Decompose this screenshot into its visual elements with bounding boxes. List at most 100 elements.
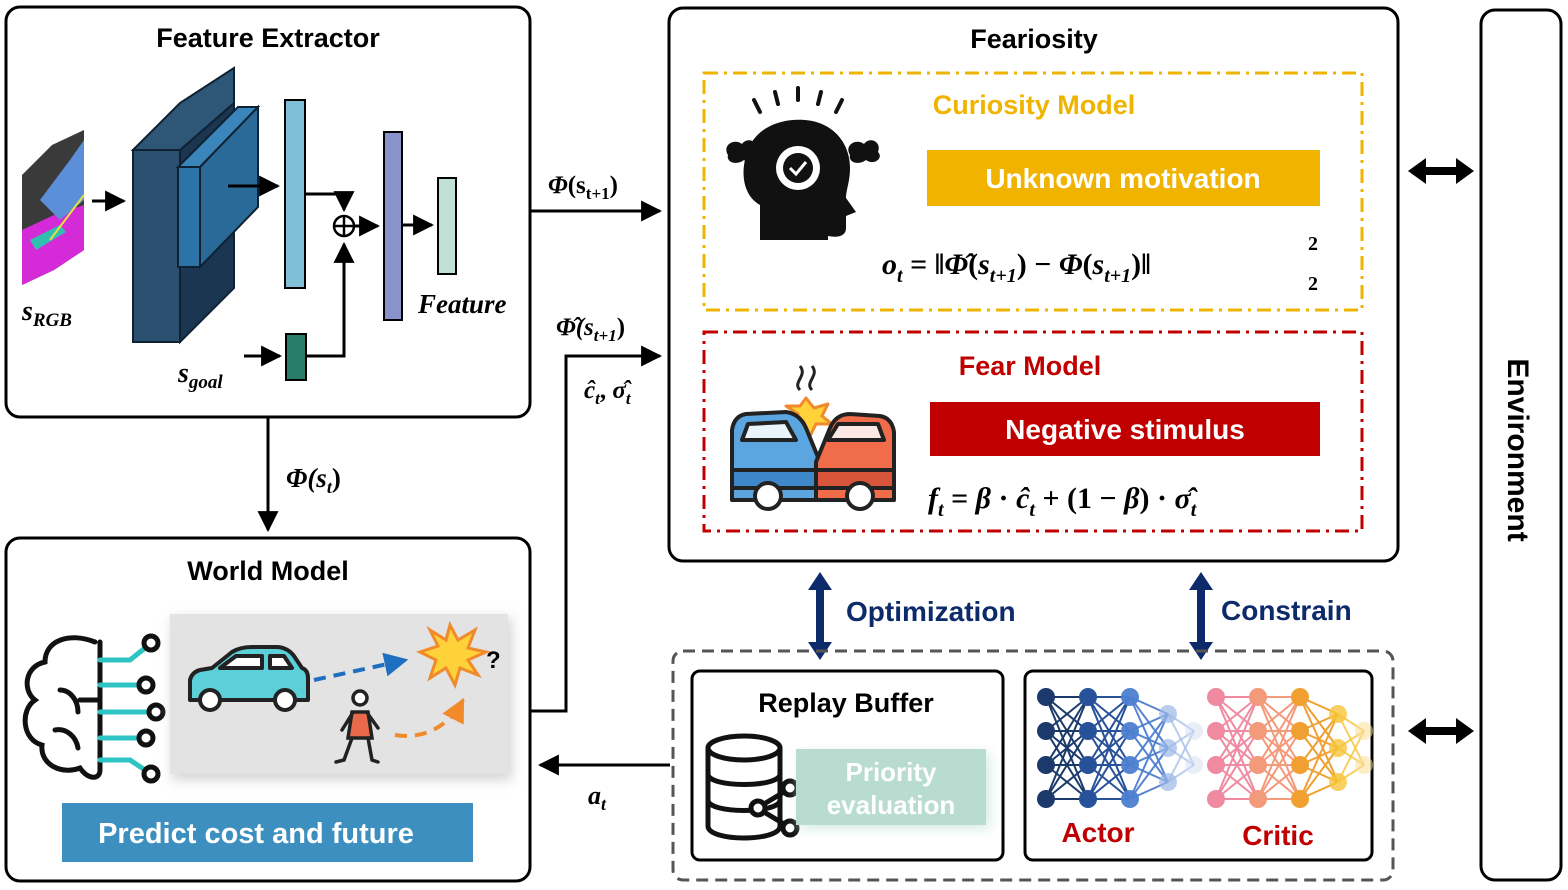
head-thinking-icon (726, 86, 880, 240)
curiosity-formula-sub: 2 (1308, 273, 1318, 295)
network-node (1159, 705, 1177, 723)
optimization-arrow (808, 572, 832, 660)
network-edge (1087, 696, 1131, 766)
network-node (1159, 773, 1177, 791)
environment-label: Environment (1501, 358, 1534, 541)
network-edge (1257, 696, 1301, 766)
brain-circuit-icon (22, 633, 166, 784)
predict-banner-label: Predict cost and future (98, 818, 414, 850)
network-edge (1087, 696, 1131, 800)
network-node (1121, 722, 1139, 740)
curiosity-formula: ot = ‖Φ̂(st+1) − Φ(st+1)‖ (882, 248, 1151, 287)
critic-label: Critic (1242, 820, 1314, 851)
network-edge (1337, 730, 1365, 783)
network-edge (1299, 747, 1339, 800)
network-edge (1045, 696, 1089, 766)
network-node (1037, 722, 1055, 740)
network-edge (1045, 730, 1089, 800)
network-node (1079, 790, 1097, 808)
arrow-world-to-fear (531, 345, 663, 713)
network-node (1207, 790, 1225, 808)
fc-layer-fused (383, 131, 403, 321)
collision-burst-icon (416, 620, 491, 689)
training-container (671, 649, 1395, 882)
network-node (1079, 756, 1097, 774)
replay-buffer-title: Replay Buffer (758, 688, 934, 718)
unknown-motivation-label: Unknown motivation (985, 163, 1260, 194)
feature-vector (437, 177, 457, 275)
network-edge (1129, 747, 1169, 800)
predict-banner (62, 803, 473, 862)
network-node (1121, 756, 1139, 774)
fear-formula: ft = β · ĉt + (1 − β) · σ̂t (928, 482, 1198, 521)
environment-box: Environment (1479, 8, 1563, 882)
network-node (1291, 790, 1309, 808)
actor-critic-box: Actor Critic (1023, 669, 1374, 862)
network-edge (1087, 730, 1131, 800)
phi-next-label: Φ(st+1) (548, 172, 618, 203)
feature-label: Feature (417, 289, 507, 319)
pedestrian-trajectory-arrow (394, 697, 465, 738)
unknown-motivation-banner (927, 150, 1320, 206)
priority-evaluation-box (796, 749, 986, 825)
negative-stimulus-label: Negative stimulus (1005, 414, 1245, 445)
replay-buffer-box: Replay Buffer Priority evaluation (690, 669, 1005, 862)
network-edge (1215, 764, 1259, 800)
network-node (1249, 756, 1267, 774)
priority-line-2: evaluation (827, 790, 956, 820)
rgb-input-image (22, 130, 85, 285)
s-rgb-label: sRGB (21, 296, 72, 331)
c-sigma-label: ĉt, σ̂t (584, 377, 632, 408)
arrow-goal-to-sum (306, 241, 355, 358)
network-node (1121, 790, 1139, 808)
curiosity-model-frame (702, 71, 1364, 312)
network-edge (1257, 764, 1301, 800)
actor-label: Actor (1061, 817, 1134, 848)
network-edge (1215, 696, 1259, 766)
network-edge (1045, 764, 1089, 800)
network-node (1249, 790, 1267, 808)
network-node (1037, 688, 1055, 706)
curiosity-formula-sup: 2 (1308, 233, 1318, 255)
network-node (1121, 688, 1139, 706)
network-edge (1129, 713, 1169, 766)
fear-model-frame (702, 330, 1364, 533)
network-edge (1215, 696, 1259, 732)
fear-model-title: Fear Model (959, 351, 1102, 381)
curiosity-model-title: Curiosity Model (933, 90, 1136, 120)
network-node (1291, 722, 1309, 740)
network-node (1291, 756, 1309, 774)
network-node (1329, 705, 1347, 723)
world-model-title: World Model (187, 556, 349, 586)
network-node (1079, 688, 1097, 706)
database-share-icon (705, 733, 800, 841)
network-edge (1087, 764, 1131, 800)
network-edge (1045, 696, 1089, 732)
env-double-arrow-bottom (1408, 718, 1474, 744)
feature-extractor-title: Feature Extractor (156, 23, 380, 53)
fc-layer-goal (285, 333, 307, 381)
action-label: at (588, 781, 607, 814)
uncertainty-mark: ? (486, 647, 501, 674)
fc-layer-rgb (284, 99, 306, 289)
optimization-label: Optimization (846, 596, 1016, 627)
network-node (1329, 773, 1347, 791)
car-trajectory-arrow (313, 652, 409, 682)
network-node (1185, 756, 1203, 774)
negative-stimulus-banner (930, 402, 1320, 456)
critic-network-icon (1207, 688, 1373, 808)
s-goal-label: sgoal (177, 358, 223, 393)
network-edge (1215, 696, 1259, 800)
pedestrian-icon (334, 689, 380, 764)
car-crash-icon (730, 365, 896, 511)
network-edge (1257, 696, 1301, 800)
actor-network-icon (1037, 688, 1203, 808)
network-edge (1129, 713, 1169, 800)
feariosity-box: Feariosity Curiosity Model Unknown motiv… (667, 6, 1400, 563)
network-node (1207, 722, 1225, 740)
env-double-arrow-top (1408, 158, 1474, 184)
phi-hat-next-label: Φ̂(st+1) (556, 314, 625, 345)
network-edge (1257, 730, 1301, 800)
network-node (1249, 688, 1267, 706)
